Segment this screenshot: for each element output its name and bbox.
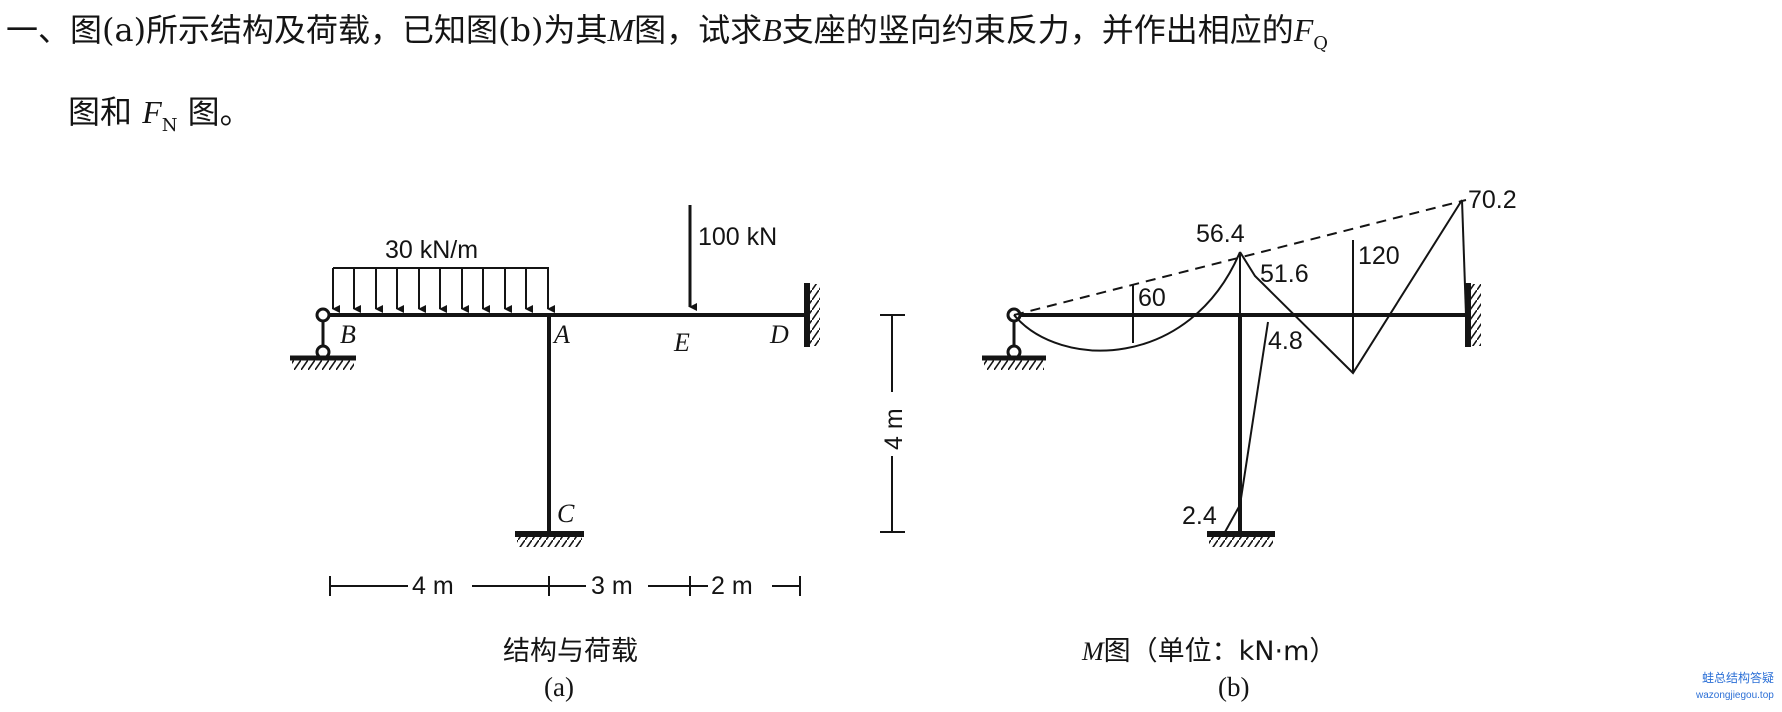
figure-b-caption: M图（单位：kN·m） <box>1081 636 1336 667</box>
question-part-b: 图，试求 <box>634 11 763 49</box>
m-symbol: M <box>607 12 635 48</box>
moment-line-column-end <box>1224 504 1241 533</box>
watermark-line-2: wazongjiegou.top <box>1695 690 1774 701</box>
node-e-label: E <box>673 328 690 357</box>
roller-support-b2 <box>982 307 1046 370</box>
value-4-8: 4.8 <box>1268 327 1303 355</box>
fq-symbol: F <box>1293 12 1314 48</box>
value-60: 60 <box>1138 284 1166 312</box>
figure-a-caption: 结构与荷载 <box>503 636 638 667</box>
dim-2-label: 3 m <box>591 572 633 600</box>
dimension-line-vertical <box>880 314 905 533</box>
question-part-a: 一、图(a)所示结构及荷载，已知图(b)为其 <box>6 11 608 49</box>
moment-curve-ba <box>1013 251 1241 352</box>
watermark-line-1: 蛙总结构答疑 <box>1702 670 1774 685</box>
question-part-d: 图和 <box>68 93 133 131</box>
moment-dashed-line <box>1013 199 1467 316</box>
question-part-c: 支座的竖向约束反力，并作出相应的 <box>781 11 1294 49</box>
dim-1-label: 4 m <box>412 572 454 600</box>
fixed-support-c2 <box>1207 531 1275 547</box>
fixed-support-c <box>515 531 584 547</box>
caption-m-rest: 图（单位：kN·m） <box>1104 636 1337 667</box>
value-70-2: 70.2 <box>1468 186 1517 214</box>
distributed-load <box>332 267 555 313</box>
dimension-lines-horizontal <box>329 576 801 596</box>
node-c-label: C <box>557 499 575 528</box>
value-120: 120 <box>1358 242 1400 270</box>
figure-a: 30 kN/m 100 kN B A E D C 4 m 3 m 2 m <box>290 205 908 702</box>
roller-support-b <box>290 307 356 370</box>
moment-end-d <box>1461 199 1467 316</box>
dim-h-label: 4 m <box>880 408 908 450</box>
fn-symbol: F <box>142 94 162 130</box>
question-part-e: 图。 <box>187 93 252 131</box>
value-56-4: 56.4 <box>1196 220 1245 248</box>
node-b-label: B <box>340 320 356 349</box>
caption-m-symbol: M <box>1081 637 1105 666</box>
question-text: 一、图(a)所示结构及荷载，已知图(b)为其M图，试求B支座的竖向约束反力，并作… <box>6 10 1766 146</box>
figure-b: 56.4 70.2 51.6 120 60 4.8 2.4 M图（单位：kN·m… <box>982 186 1517 702</box>
fq-subscript: Q <box>1313 33 1329 54</box>
figure-a-label: (a) <box>544 672 574 702</box>
value-51-6: 51.6 <box>1260 260 1309 288</box>
moment-line-column <box>1239 321 1269 506</box>
dim-3-label: 2 m <box>711 572 753 600</box>
value-2-4: 2.4 <box>1182 502 1217 530</box>
fn-subscript: N <box>161 115 178 136</box>
fixed-support-d <box>804 283 820 347</box>
moment-line-ad <box>1239 199 1463 375</box>
load-dist-label: 30 kN/m <box>385 236 478 264</box>
node-a-label: A <box>552 320 570 349</box>
figure-b-label: (b) <box>1218 672 1249 702</box>
b-symbol: B <box>762 12 782 48</box>
point-load-label: 100 kN <box>698 223 777 251</box>
question-line-2: 图和 FN 图。 <box>68 92 1766 146</box>
fixed-support-d2 <box>1465 283 1481 347</box>
node-d-label: D <box>769 320 789 349</box>
